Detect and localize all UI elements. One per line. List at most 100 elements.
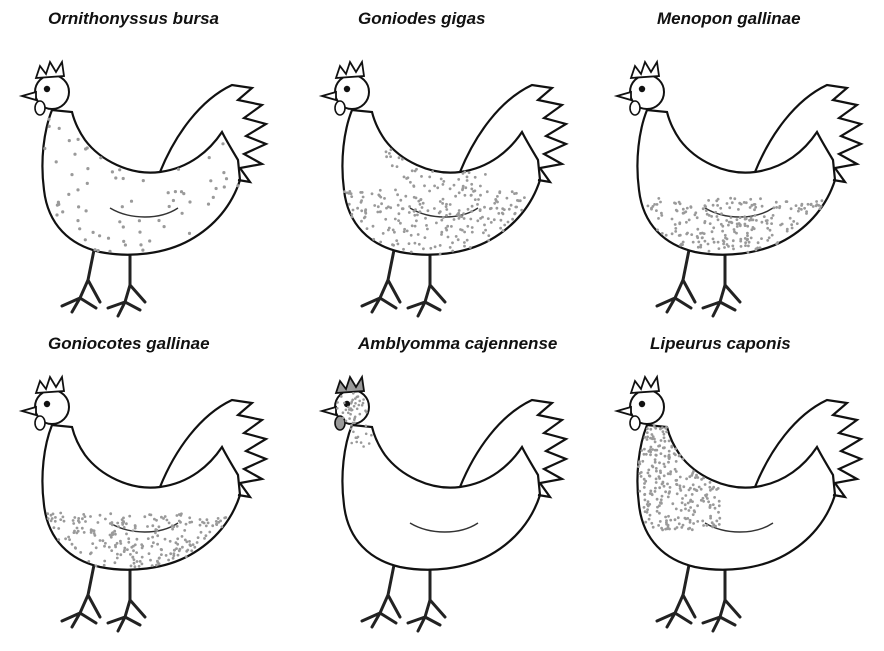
parasite-dot [141, 249, 144, 252]
parasite-dot [738, 223, 741, 226]
parasite-dot [134, 565, 137, 568]
parasite-dot [138, 231, 141, 234]
parasite-dot [708, 486, 711, 489]
parasite-dot [84, 520, 87, 523]
parasite-dot [810, 203, 813, 206]
parasite-dot [663, 474, 666, 477]
parasite-dot [487, 217, 490, 220]
parasite-dot [152, 541, 155, 544]
parasite-dot [503, 208, 506, 211]
parasite-dot [384, 218, 387, 221]
parasite-dot [336, 401, 339, 404]
parasite-dot [500, 219, 503, 222]
parasite-dot [471, 226, 474, 229]
parasite-dot [350, 427, 353, 430]
parasite-dot [660, 452, 663, 455]
parasite-dot [132, 556, 135, 559]
parasite-dot [428, 176, 431, 179]
parasite-dot [647, 205, 650, 208]
parasite-dot [464, 171, 467, 174]
parasite-dot [193, 546, 196, 549]
parasite-dot [57, 527, 60, 530]
parasite-dot [121, 518, 124, 521]
parasite-dot [730, 221, 733, 224]
parasite-dot [644, 521, 647, 524]
hen-illustration [300, 355, 590, 651]
parasite-dot [675, 508, 678, 511]
parasite-dot [723, 240, 726, 243]
parasite-dot [659, 471, 662, 474]
parasite-dot [205, 534, 208, 537]
parasite-dot [661, 495, 664, 498]
parasite-dot [78, 227, 81, 230]
parasite-dot [697, 241, 700, 244]
parasite-dot [746, 232, 749, 235]
parasite-dot [699, 232, 702, 235]
parasite-dot [694, 211, 697, 214]
parasite-dot [685, 477, 688, 480]
parasite-dot [86, 167, 89, 170]
parasite-dot [76, 527, 79, 530]
parasite-dot [725, 219, 728, 222]
parasite-dot [91, 542, 94, 545]
parasite-dot [466, 176, 469, 179]
parasite-dot [179, 521, 182, 524]
parasite-dot [693, 511, 696, 514]
parasite-dot [714, 507, 717, 510]
parasite-dot [805, 210, 808, 213]
parasite-dot [730, 216, 733, 219]
parasite-dot [752, 219, 755, 222]
parasite-dot [760, 237, 763, 240]
parasite-dot [348, 190, 351, 193]
parasite-dot [365, 425, 368, 428]
parasite-dot [394, 189, 397, 192]
parasite-dot [470, 183, 473, 186]
parasite-dot [424, 236, 427, 239]
parasite-dot [427, 209, 430, 212]
parasite-dot [222, 171, 225, 174]
parasite-dot [391, 164, 394, 167]
parasite-dot [745, 201, 748, 204]
parasite-dot [157, 561, 160, 564]
hen-wattle [630, 101, 640, 115]
parasite-dot [515, 192, 518, 195]
parasite-dot [179, 548, 182, 551]
parasite-dot [707, 500, 710, 503]
parasite-dot [692, 241, 695, 244]
parasite-dot [57, 201, 60, 204]
parasite-dot [132, 549, 135, 552]
parasite-dot [350, 213, 353, 216]
hen-illustration [595, 355, 884, 651]
parasite-dot [667, 455, 670, 458]
parasite-dot [768, 236, 771, 239]
parasite-dot [662, 430, 665, 433]
parasite-dot [352, 209, 355, 212]
parasite-dot [679, 234, 682, 237]
parasite-dot [166, 519, 169, 522]
parasite-dot [685, 233, 688, 236]
parasite-dot [726, 238, 729, 241]
parasite-dot [206, 518, 209, 521]
parasite-dot [681, 501, 684, 504]
parasite-dot [726, 243, 729, 246]
parasite-dot [411, 169, 414, 172]
parasite-dot [665, 519, 668, 522]
parasite-dot [103, 560, 106, 563]
parasite-dot [126, 548, 129, 551]
parasite-dot [419, 210, 422, 213]
parasite-dot [733, 228, 736, 231]
parasite-dot [376, 211, 379, 214]
parasite-dot [86, 182, 89, 185]
parasite-dot [773, 206, 776, 209]
parasite-dot [141, 556, 144, 559]
parasite-dot [687, 502, 690, 505]
parasite-dot [467, 208, 470, 211]
parasite-dot [727, 224, 730, 227]
parasite-dot [470, 210, 473, 213]
panel-label-3: Menopon gallinae [657, 9, 801, 29]
parasite-dot [181, 535, 184, 538]
parasite-dot [76, 188, 79, 191]
parasite-dot [663, 485, 666, 488]
parasite-dot [211, 524, 214, 527]
parasite-dot [447, 236, 450, 239]
